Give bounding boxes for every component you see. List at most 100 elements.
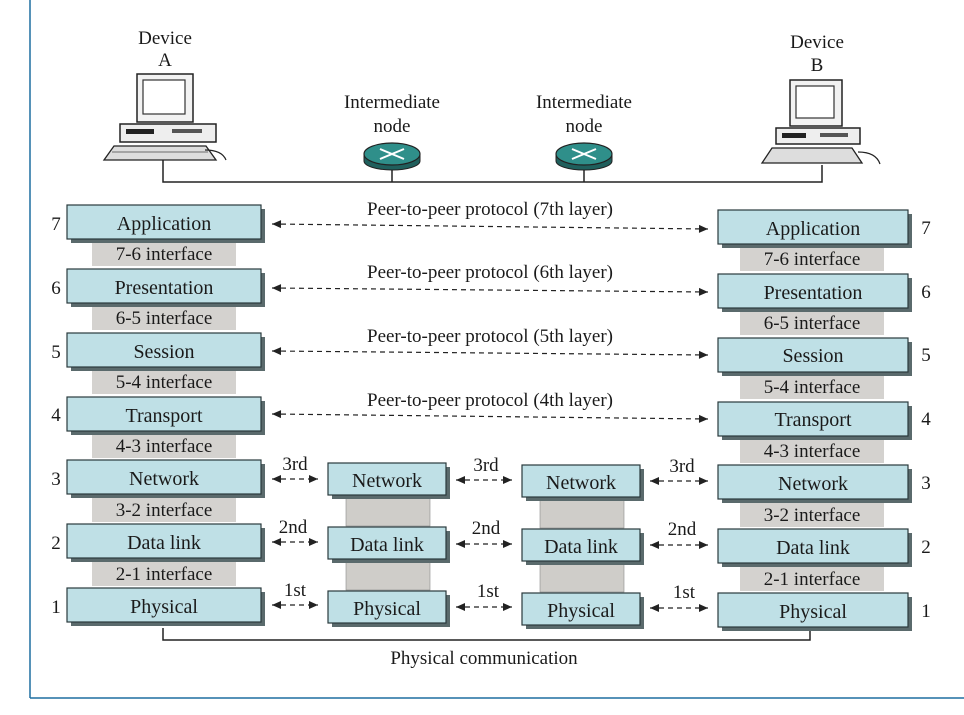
layer-box-application [66, 204, 262, 240]
layer-name: Application [117, 213, 211, 235]
router-icon [555, 142, 613, 171]
layer-number: 1 [921, 601, 931, 622]
interface-label: 6-5 interface [764, 313, 861, 334]
layer-box-network [327, 462, 447, 496]
stack-device-b: 7-6 interface 6-5 interface 5-4 interfac… [717, 209, 931, 631]
device-b: Device B [760, 32, 881, 165]
arrowhead [698, 350, 708, 359]
peer-protocol-label: Peer-to-peer protocol (5th layer) [367, 326, 613, 347]
layer-number: 5 [921, 345, 931, 366]
device-a: Device A [102, 28, 227, 161]
interface-band [92, 240, 236, 266]
physical-wire [162, 628, 811, 641]
layer-box-data-link [717, 528, 909, 564]
stack-connector [539, 561, 625, 593]
device-b-label-line2: B [811, 55, 824, 76]
interface-band [92, 560, 236, 586]
layer-number: 2 [51, 533, 61, 554]
layer-number: 3 [51, 469, 61, 490]
computer-icon [102, 73, 227, 161]
layer-name: Data link [544, 536, 618, 558]
intermediate-node-1-label-line1: Intermediate [344, 92, 440, 113]
layer-name: Data link [776, 537, 850, 559]
arrowhead [309, 475, 318, 483]
hop-label: 2nd [279, 517, 308, 538]
interface-band [740, 373, 884, 399]
layer-name: Transport [774, 409, 851, 431]
device-b-label-line1: Device [790, 32, 844, 53]
arrowhead [699, 604, 708, 612]
layer-box-data-link [327, 526, 447, 560]
arrowhead [272, 284, 282, 293]
interface-label: 5-4 interface [764, 377, 861, 398]
layer-number: 5 [51, 342, 61, 363]
layer-name: Data link [127, 532, 201, 554]
layer-number: 6 [51, 278, 61, 299]
interface-band [740, 565, 884, 591]
layer-number: 6 [921, 282, 931, 303]
stack-device-a: 7-6 interface 6-5 interface 5-4 interfac… [51, 204, 265, 626]
layer-box-data-link [521, 528, 641, 562]
layer-box-transport [66, 396, 262, 432]
layer-number: 7 [51, 214, 61, 235]
interface-band [740, 437, 884, 463]
layer-name: Physical [353, 598, 421, 620]
layer-box-network [717, 464, 909, 500]
arrowhead [272, 220, 282, 229]
layer-box-application [717, 209, 909, 245]
arrowhead [272, 347, 282, 356]
peer-protocol-label: Peer-to-peer protocol (7th layer) [367, 199, 613, 220]
stack-intermediate-1: Network Data link Physical [327, 462, 450, 627]
arrowheads [272, 220, 708, 612]
arrowhead [650, 541, 659, 549]
intermediate-node-2-label-line2: node [566, 116, 603, 137]
physical-communication-label: Physical communication [390, 648, 578, 669]
arrowhead [272, 410, 282, 419]
layer-box-network [521, 464, 641, 498]
layer-name: Physical [547, 600, 615, 622]
arrowhead [272, 538, 281, 546]
layer-box-physical [66, 587, 262, 623]
router-icon [363, 142, 421, 171]
peer-arrow-layer-4 [271, 413, 709, 420]
stack-connector [345, 559, 431, 591]
arrowhead [698, 287, 708, 296]
hop-label: 1st [477, 581, 500, 602]
interface-label: 2-1 interface [116, 564, 213, 585]
layer-name: Session [133, 341, 194, 363]
arrowhead [698, 414, 708, 423]
arrowhead [272, 601, 281, 609]
layer-box-presentation [66, 268, 262, 304]
layer-number: 2 [921, 537, 931, 558]
layer-name: Network [778, 473, 848, 495]
arrowhead [309, 538, 318, 546]
layer-box-physical [327, 590, 447, 624]
arrowhead [456, 476, 465, 484]
layer-box-data-link [66, 523, 262, 559]
layer-box-physical [521, 592, 641, 626]
layer-number: 1 [51, 597, 61, 618]
layer-box-physical [717, 592, 909, 628]
interface-band [740, 245, 884, 271]
layer-number: 7 [921, 218, 931, 239]
layer-name: Application [766, 218, 860, 240]
stack-connector [345, 495, 431, 527]
layer-box-presentation [717, 273, 909, 309]
arrowhead [309, 601, 318, 609]
intermediate-node-2-label-line1: Intermediate [536, 92, 632, 113]
layer-name: Network [352, 470, 422, 492]
interface-label: 4-3 interface [764, 441, 861, 462]
layer-name: Transport [125, 405, 202, 427]
arrowhead [503, 476, 512, 484]
layer-number: 3 [921, 473, 931, 494]
layer-name: Presentation [764, 282, 863, 304]
arrowhead [503, 603, 512, 611]
arrowhead [456, 540, 465, 548]
interface-band [740, 501, 884, 527]
layer-box-session [717, 337, 909, 373]
peer-arrow-layer-5 [271, 350, 709, 356]
interface-label: 7-6 interface [116, 244, 213, 265]
hop-label: 3rd [473, 455, 499, 476]
interface-band [92, 368, 236, 394]
layer-box-network [66, 459, 262, 495]
